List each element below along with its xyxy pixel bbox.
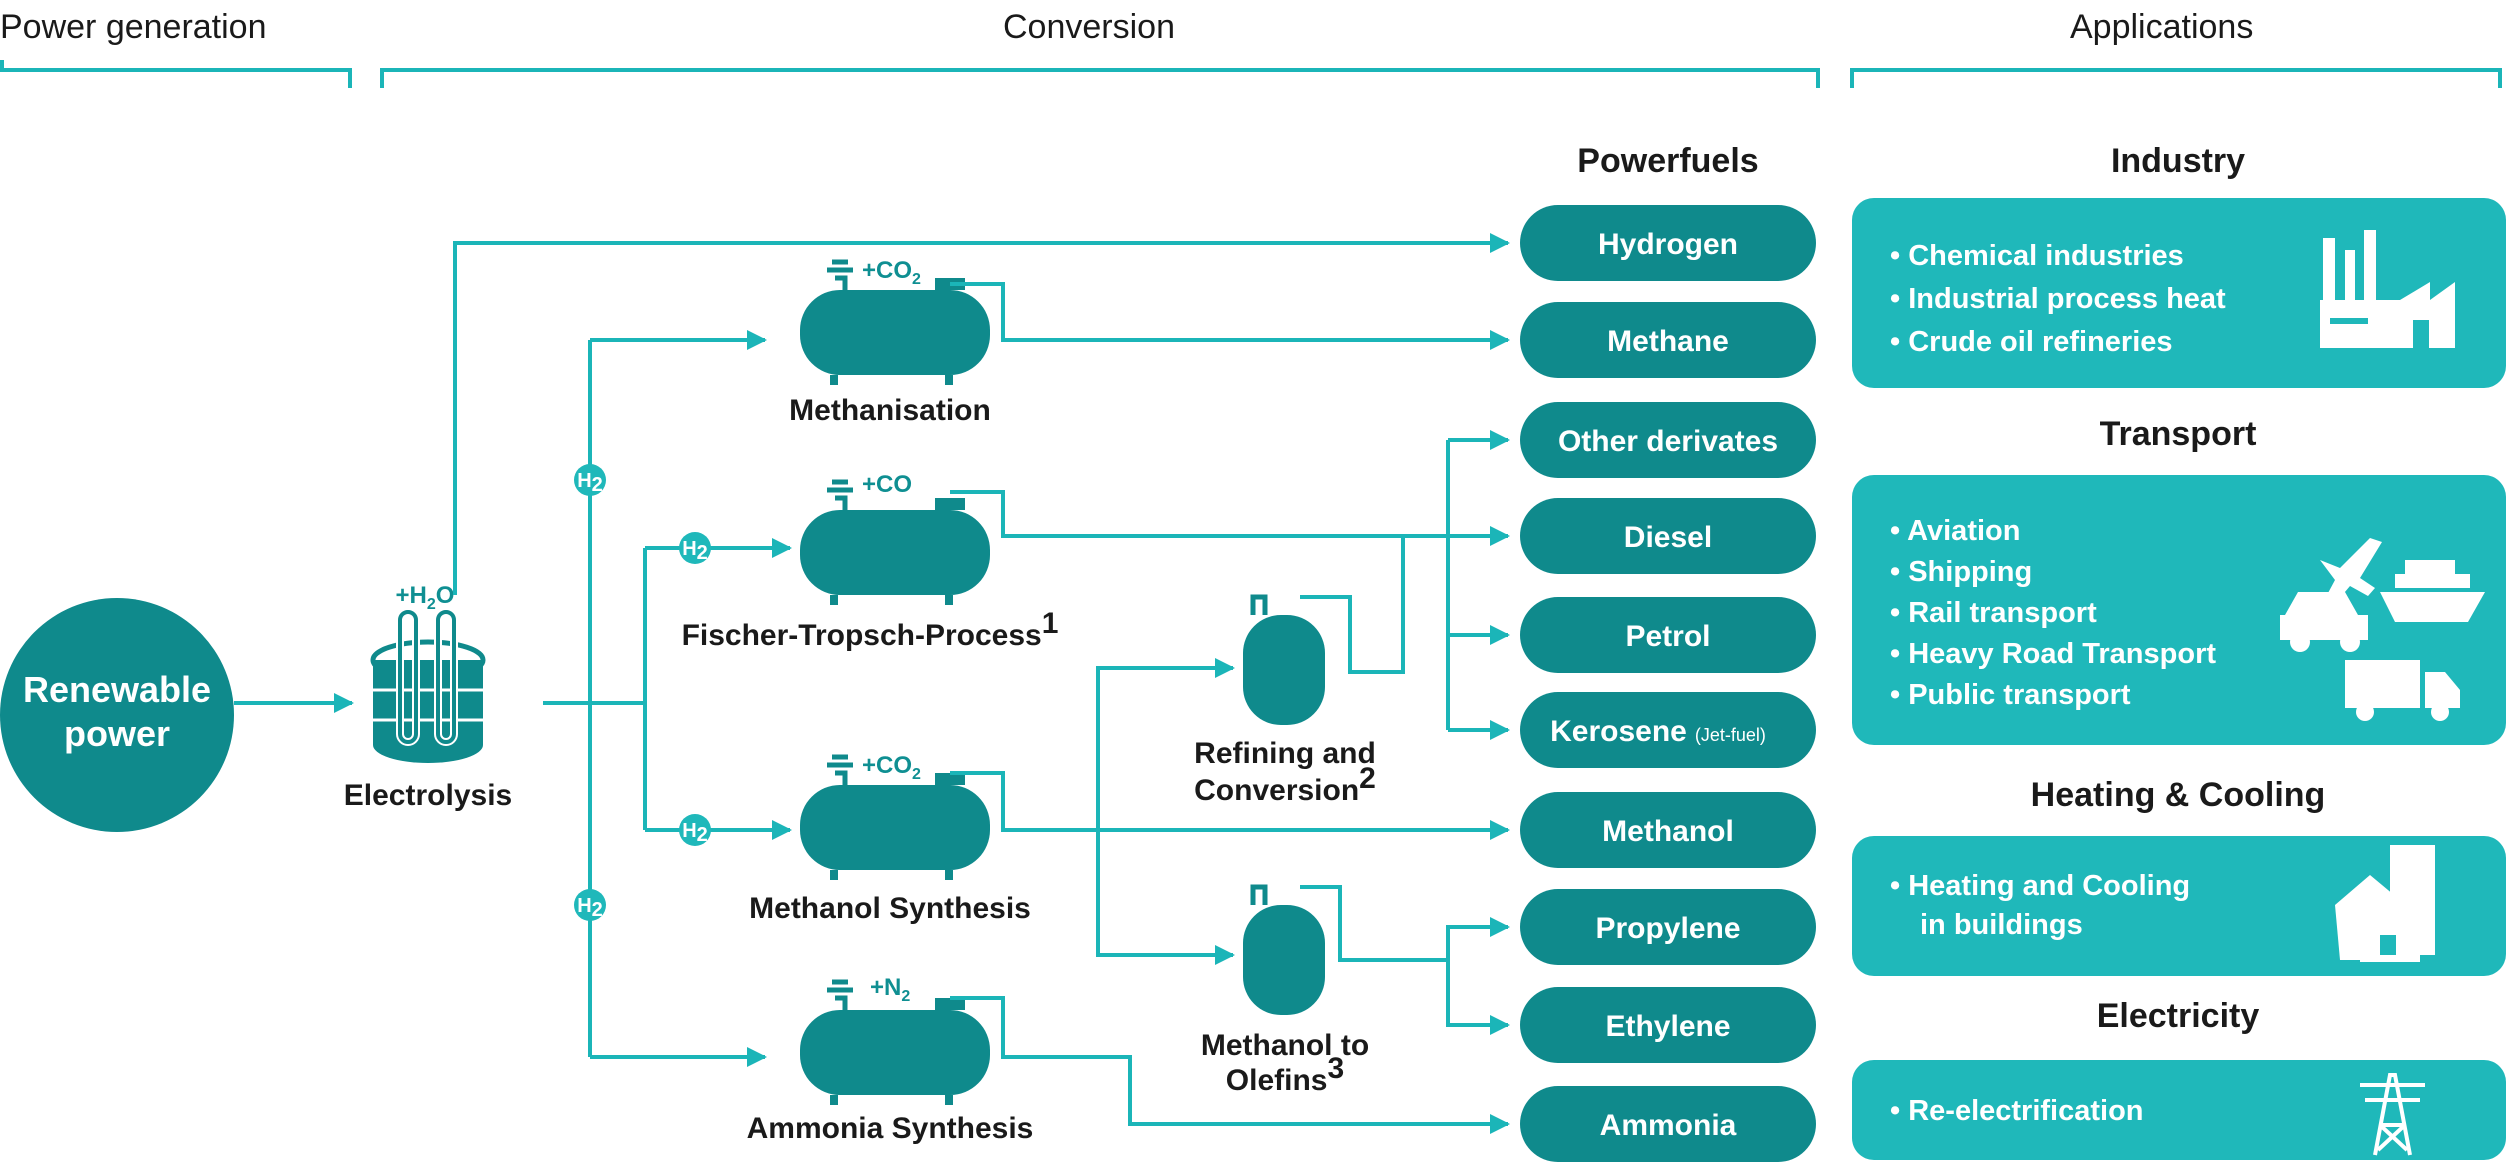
line-to-propylene	[1300, 885, 1510, 962]
svg-text:Ammonia: Ammonia	[1600, 1109, 1737, 1142]
bracket-conversion	[380, 68, 1820, 88]
header-applications: Applications	[2070, 8, 2253, 46]
mto-label-2: Olefins3	[1226, 1052, 1344, 1097]
powerfuel-kerosene: Kerosene(Jet-fuel)	[1520, 692, 1816, 768]
powerfuel-ethylene: Ethylene	[1520, 987, 1816, 1063]
fischer-tropsch-reactor-icon	[800, 479, 990, 605]
car-icon	[2280, 592, 2368, 652]
transport-item: • Public transport	[1890, 679, 2131, 711]
ammonia-synthesis-input: +N2	[870, 974, 910, 1005]
powerfuel-propylene: Propylene	[1520, 889, 1816, 965]
methanol-synthesis-input: +CO2	[862, 752, 921, 783]
electrolysis-input: +H2O	[396, 582, 455, 613]
line-to-methane	[950, 282, 1510, 350]
svg-text:H2: H2	[577, 470, 603, 496]
transport-item: • Shipping	[1890, 556, 2032, 588]
transport-item: • Rail transport	[1890, 597, 2097, 629]
header-conversion: Conversion	[1003, 8, 1175, 46]
mto-label-1: Methanol to	[1201, 1029, 1369, 1062]
line-to-methanol	[950, 771, 1510, 840]
electrolysis-icon	[370, 608, 486, 763]
powerfuel-methane: Methane	[1520, 302, 1816, 378]
heating-title: Heating & Cooling	[2031, 776, 2326, 814]
powerfuel-diesel: Diesel	[1520, 498, 1816, 574]
line-methanol-to-refining	[1096, 658, 1235, 830]
line-to-ammonia	[950, 996, 1510, 1134]
refining-vessel-icon	[1243, 594, 1325, 725]
methanol-synthesis-label: Methanol Synthesis	[749, 892, 1031, 925]
svg-text:Propylene: Propylene	[1595, 912, 1740, 945]
svg-text:Petrol: Petrol	[1625, 620, 1710, 653]
svg-text:Methanol: Methanol	[1602, 815, 1734, 848]
line-methanol-to-mto	[1096, 830, 1235, 965]
ship-icon	[2380, 560, 2485, 622]
refining-label-1: Refining and	[1194, 737, 1376, 770]
powerfuel-other-derivates: Other derivates	[1520, 402, 1816, 478]
powerfuel-hydrogen: Hydrogen	[1520, 205, 1816, 281]
powerfuel-ammonia: Ammonia	[1520, 1086, 1816, 1162]
methanisation-input: +CO2	[862, 257, 921, 288]
powerfuels-title: Powerfuels	[1577, 142, 1758, 180]
svg-text:H2: H2	[682, 538, 708, 564]
transport-item: • Aviation	[1890, 515, 2020, 547]
transport-title: Transport	[2100, 415, 2257, 453]
factory-icon	[2320, 230, 2455, 348]
renewable-power-label-2: power	[64, 713, 170, 754]
electricity-title: Electricity	[2097, 997, 2260, 1035]
industry-item: • Chemical industries	[1890, 240, 2184, 272]
h2-badge: H2	[574, 889, 606, 921]
transport-panel	[1852, 475, 2506, 745]
mto-vessel-icon	[1243, 884, 1325, 1015]
bracket-applications	[1850, 68, 2502, 88]
methanol-synthesis-reactor-icon	[800, 754, 990, 880]
powerfuel-methanol: Methanol	[1520, 792, 1816, 868]
renewable-power-node: Renewable power	[0, 598, 234, 832]
bracket-power-generation	[0, 60, 352, 88]
electrolysis-label: Electrolysis	[344, 779, 512, 812]
heating-item: in buildings	[1920, 909, 2083, 941]
buildings-icon	[2335, 845, 2435, 962]
electricity-panel	[1852, 1060, 2506, 1160]
power-pylon-icon	[2360, 1073, 2425, 1156]
electricity-item: • Re-electrification	[1890, 1095, 2144, 1127]
svg-text:Methane: Methane	[1607, 325, 1729, 358]
line-ft-out	[950, 490, 1403, 538]
ammonia-synthesis-label: Ammonia Synthesis	[747, 1112, 1034, 1145]
transport-item: • Heavy Road Transport	[1890, 638, 2216, 670]
svg-text:H2: H2	[682, 820, 708, 846]
fischer-tropsch-input: +CO	[862, 471, 912, 498]
svg-text:H2: H2	[577, 895, 603, 921]
h2-badge: H2	[679, 814, 711, 846]
renewable-power-label-1: Renewable	[23, 669, 211, 710]
industry-item: • Crude oil refineries	[1890, 326, 2173, 358]
svg-text:Ethylene: Ethylene	[1605, 1010, 1730, 1043]
refining-label-2: Conversion2	[1194, 762, 1376, 807]
line-refining-out	[1300, 536, 1405, 674]
line-to-hydrogen	[453, 233, 1510, 595]
methanisation-label: Methanisation	[789, 394, 991, 427]
heating-item: • Heating and Cooling	[1890, 870, 2190, 902]
header-power-generation: Power generation	[0, 8, 267, 46]
svg-text:Diesel: Diesel	[1624, 521, 1712, 554]
truck-icon	[2345, 660, 2460, 721]
powerfuel-petrol: Petrol	[1520, 597, 1816, 673]
line-to-ethylene	[1446, 960, 1510, 1035]
industry-item: • Industrial process heat	[1890, 283, 2226, 315]
ammonia-synthesis-reactor-icon	[800, 979, 990, 1105]
industry-title: Industry	[2111, 142, 2245, 180]
svg-text:Kerosene(Jet-fuel): Kerosene(Jet-fuel)	[1550, 715, 1766, 748]
svg-text:Other derivates: Other derivates	[1558, 425, 1778, 458]
h2-badge: H2	[679, 532, 711, 564]
svg-text:Hydrogen: Hydrogen	[1598, 228, 1738, 261]
fischer-tropsch-label: Fischer-Tropsch-Process1	[682, 607, 1059, 652]
h2-badge: H2	[574, 464, 606, 496]
